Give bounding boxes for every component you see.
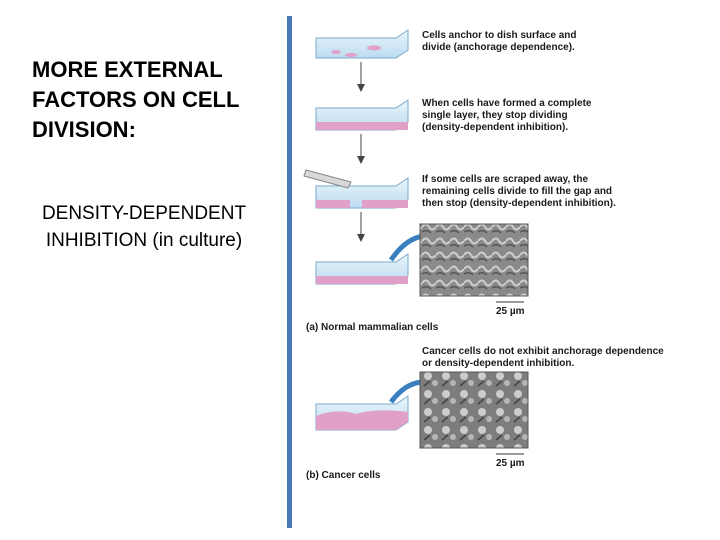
caption-3-line-1: If some cells are scraped away, the [422, 174, 588, 185]
slide-subtitle: DENSITY-DEPENDENT INHIBITION (in culture… [24, 200, 264, 254]
flow-arrowhead [357, 234, 365, 242]
cancer-caption-line-1: Cancer cells do not exhibit anchorage de… [422, 346, 664, 357]
caption-1-line-2: divide (anchorage dependence). [422, 42, 575, 53]
caption-3-line-2: remaining cells divide to fill the gap a… [422, 186, 612, 197]
caption-2-line-1: When cells have formed a complete [422, 98, 592, 109]
cancer-caption-line-2: or density-dependent inhibition. [422, 358, 574, 369]
culture-dish-2 [316, 100, 408, 130]
vertical-divider [287, 16, 292, 528]
cell-culture-figure: 25 µm Cells anchor to dish surface and d… [296, 10, 696, 530]
panel-a-label: (a) Normal mammalian cells [306, 322, 439, 333]
caption-2-line-2: single layer, they stop dividing [422, 110, 568, 121]
flow-arrowhead [357, 156, 365, 164]
micrograph-cancer-cells [420, 372, 528, 448]
scale-label-b: 25 µm [496, 458, 525, 469]
scale-label-a: 25 µm [496, 306, 525, 317]
culture-dish-1 [316, 30, 408, 58]
culture-dish-3 [304, 170, 408, 208]
caption-3-line-3: then stop (density-dependent inhibition)… [422, 198, 616, 209]
caption-1-line-1: Cells anchor to dish surface and [422, 30, 576, 41]
slide-title: MORE EXTERNAL FACTORS ON CELL DIVISION: [32, 55, 272, 145]
micrograph-normal-cells [420, 224, 528, 296]
scraper-tool [304, 170, 351, 188]
caption-2-line-3: (density-dependent inhibition). [422, 122, 568, 133]
panel-b-label: (b) Cancer cells [306, 470, 381, 481]
flow-arrowhead [357, 84, 365, 92]
